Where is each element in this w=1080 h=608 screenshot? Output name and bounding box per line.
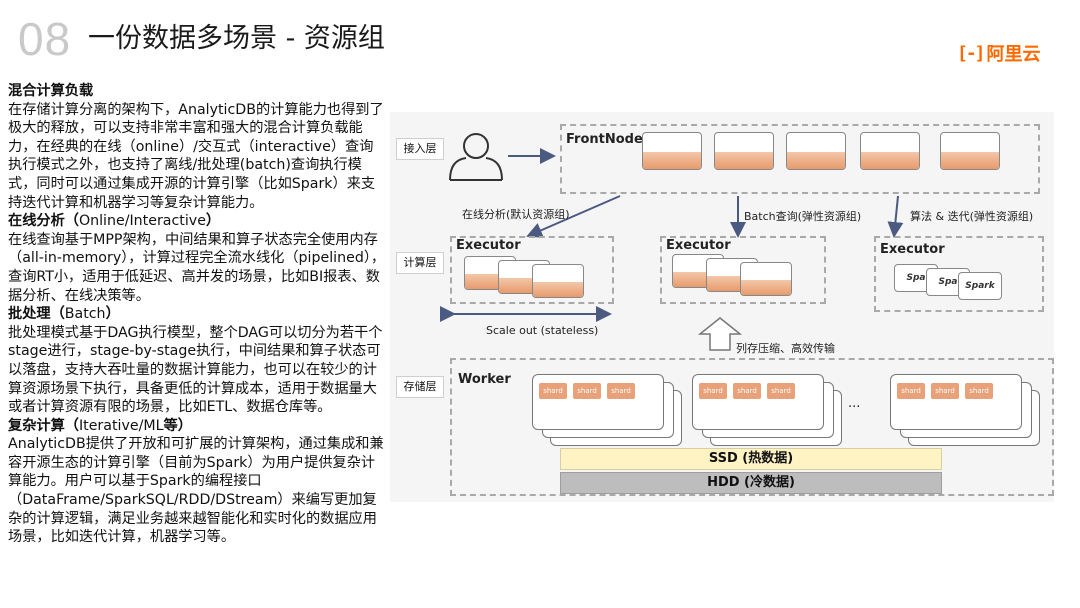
executor-label: Executor <box>880 242 945 257</box>
frontnode-unit <box>714 132 774 170</box>
heading-end: 等） <box>163 417 192 434</box>
frontnode-box <box>560 124 1040 194</box>
worker-node: shard shard shard <box>890 374 1022 430</box>
tier-storage: 存储层 <box>396 376 444 398</box>
spark-unit: Spark <box>958 272 1002 300</box>
shard: shard <box>607 383 635 399</box>
shard: shard <box>573 383 601 399</box>
online-arrow-label: 在线分析(默认资源组) <box>462 208 570 221</box>
aliyun-logo: [-] 阿里云 <box>957 40 1041 66</box>
worker-node: shard shard shard <box>532 374 664 430</box>
batch-arrow-label: Batch查询(弹性资源组) <box>744 210 862 223</box>
executor-ml-box <box>874 236 1044 312</box>
shard: shard <box>733 383 761 399</box>
frontnode-unit <box>642 132 702 170</box>
section-body-batch: 批处理模式基于DAG执行模型，整个DAG可以切分为若干个stage进行，stag… <box>8 324 383 416</box>
heading-en: Online/Interactive <box>78 213 206 230</box>
executor-batch-box <box>660 236 826 304</box>
heading-cn: 在线分析（ <box>8 213 79 230</box>
executor-unit <box>532 264 584 298</box>
worker-node: shard shard shard <box>692 374 824 430</box>
section-body-complex: AnalyticDB提供了开放和可扩展的计算架构，通过集成和兼容开源生态的计算引… <box>8 436 384 546</box>
section-body-mixed-workload: 在存储计算分离的架构下，AnalyticDB的计算能力也得到了极大的释放，可以支… <box>8 101 384 211</box>
hdd-cold-data-bar: HDD (冷数据) <box>560 472 942 494</box>
executor-label: Executor <box>666 238 731 253</box>
frontnode-label: FrontNode <box>566 132 643 147</box>
section-body-online: 在线查询基于MPP架构，中间结果和算子状态完全使用内存（all-in-memor… <box>8 231 386 304</box>
heading-end: ） <box>105 306 120 323</box>
columnar-transfer-label: 列存压缩、高效传输 <box>736 342 835 355</box>
frontnode-unit <box>786 132 846 170</box>
diagram-arrows <box>440 133 904 351</box>
heading-en: Iterative/ML <box>78 417 164 434</box>
description-column: 混合计算负载 在存储计算分离的架构下，AnalyticDB的计算能力也得到了极大… <box>8 82 386 547</box>
ml-arrow <box>887 195 904 238</box>
frontnode-unit <box>940 132 1000 170</box>
heading-cn: 批处理（ <box>8 306 65 323</box>
executor-unit <box>740 262 792 296</box>
slide-number: 08 <box>18 13 72 65</box>
shard: shard <box>965 383 993 399</box>
aliyun-logo-icon: [-] <box>957 42 985 64</box>
columnar-up-arrow <box>697 317 743 351</box>
heading-cn: 复杂计算（ <box>8 417 79 434</box>
slide-title: 一份数据多场景 - 资源组 <box>88 23 385 54</box>
shard: shard <box>699 383 727 399</box>
architecture-diagram: 接入层 计算层 存储层 FrontNode 在线分析(默认资源组) Batch查… <box>390 112 1054 502</box>
section-heading-online: 在线分析（Online/Interactive） <box>8 212 386 231</box>
frontnode-unit <box>860 132 920 170</box>
executor-online-box <box>450 236 614 304</box>
section-heading-mixed-workload: 混合计算负载 <box>8 83 94 99</box>
worker-box <box>450 358 1054 496</box>
scale-out-label: Scale out (stateless) <box>486 324 599 337</box>
shard: shard <box>539 383 567 399</box>
ml-arrow-label: 算法 & 迭代(弹性资源组) <box>910 210 1034 223</box>
aliyun-logo-text: 阿里云 <box>986 44 1041 65</box>
tier-access: 接入层 <box>396 138 444 160</box>
user-icon <box>449 133 503 181</box>
tier-compute: 计算层 <box>396 252 444 274</box>
shard: shard <box>897 383 925 399</box>
ssd-hot-data-bar: SSD (热数据) <box>560 448 942 470</box>
more-workers-ellipsis: ... <box>848 396 861 411</box>
heading-en: Batch <box>64 306 106 323</box>
online-arrow <box>526 195 621 238</box>
shard: shard <box>931 383 959 399</box>
section-heading-batch: 批处理（Batch） <box>8 305 386 324</box>
section-heading-complex: 复杂计算（Iterative/ML等） <box>8 417 386 436</box>
heading-end: ） <box>205 213 221 230</box>
worker-label: Worker <box>458 372 511 387</box>
shard: shard <box>767 383 795 399</box>
executor-label: Executor <box>456 238 521 253</box>
